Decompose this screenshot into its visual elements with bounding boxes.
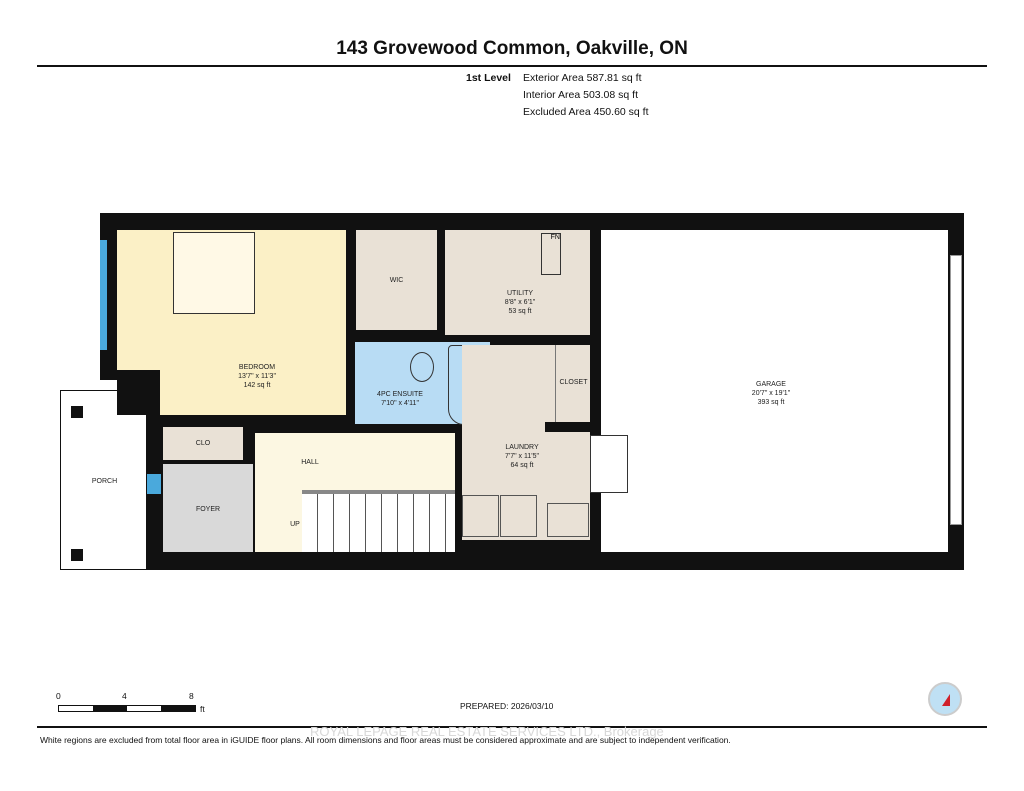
stairs-label: UP xyxy=(290,521,300,528)
room-garage: GARAGE 20'7" x 19'1" 393 sq ft xyxy=(601,230,948,552)
room-dims: 8'8" x 6'1" xyxy=(504,299,536,306)
footer-divider xyxy=(37,726,987,728)
wic-label: WIC xyxy=(389,277,404,284)
room-utility: FN UTILITY 8'8" x 6'1" 53 sq ft xyxy=(445,230,590,335)
level-name: 1st Level xyxy=(466,72,511,84)
compass-icon xyxy=(928,682,962,716)
sink-icon xyxy=(547,503,589,537)
interior-wall xyxy=(545,422,601,432)
scale-tick-0: 0 xyxy=(56,691,61,701)
room-closet: CLOSET xyxy=(555,345,590,422)
clo-label: CLO xyxy=(195,440,211,447)
garage-label: GARAGE 20'7" x 19'1" 393 sq ft xyxy=(731,380,811,407)
interior-area: Interior Area 503.08 sq ft xyxy=(523,89,638,101)
scale-tick-8: 8 xyxy=(189,691,194,701)
hall-label: HALL xyxy=(301,459,319,466)
scale-bar xyxy=(58,705,196,712)
room-name: 4PC ENSUITE xyxy=(377,391,423,398)
room-name: LAUNDRY xyxy=(505,444,539,451)
bedroom-label: BEDROOM 13'7" x 11'3" 142 sq ft xyxy=(217,363,297,390)
post-icon xyxy=(71,406,83,418)
room-wic: WIC xyxy=(356,230,437,330)
room-area: 53 sq ft xyxy=(508,308,532,315)
washer-icon xyxy=(462,495,499,537)
room-area: 142 sq ft xyxy=(243,382,271,389)
scale-tick-4: 4 xyxy=(122,691,127,701)
compass-needle xyxy=(942,694,950,706)
room-foyer: FOYER xyxy=(163,464,253,552)
prepared-date: PREPARED: 2026/03/10 xyxy=(460,701,554,711)
stairs xyxy=(302,490,455,552)
garage-door xyxy=(950,255,962,525)
porch: PORCH xyxy=(60,390,147,570)
closet-label: CLOSET xyxy=(559,379,588,386)
toilet-icon xyxy=(410,352,434,382)
ensuite-label: 4PC ENSUITE 7'10" x 4'11" xyxy=(355,390,445,408)
disclaimer: White regions are excluded from total fl… xyxy=(40,735,731,745)
room-dims: 20'7" x 19'1" xyxy=(751,390,791,397)
window xyxy=(100,240,107,350)
scale-unit: ft xyxy=(200,704,205,714)
title-divider xyxy=(37,65,987,67)
excluded-area: Excluded Area 450.60 sq ft xyxy=(523,106,649,118)
wall-notch xyxy=(117,370,160,415)
furnace-icon: FN xyxy=(541,233,561,275)
room-name: BEDROOM xyxy=(238,364,276,371)
foyer-label: FOYER xyxy=(195,506,221,513)
utility-label: UTILITY 8'8" x 6'1" 53 sq ft xyxy=(485,289,555,316)
post-icon xyxy=(71,549,83,561)
room-dims: 7'7" x 11'5" xyxy=(505,453,539,460)
window xyxy=(147,474,161,494)
watermark: ROYAL LEPAGE REAL ESTATE SERVICES LTD., … xyxy=(310,724,664,739)
laundry-label: LAUNDRY 7'7" x 11'5" 64 sq ft xyxy=(487,443,557,470)
room-clo: CLO xyxy=(163,427,243,460)
bed-icon xyxy=(173,232,255,314)
room-area: 393 sq ft xyxy=(757,399,785,406)
page-title: 143 Grovewood Common, Oakville, ON xyxy=(336,38,688,59)
room-area: 64 sq ft xyxy=(510,462,534,469)
room-name: GARAGE xyxy=(756,381,786,388)
room-name: UTILITY xyxy=(506,290,534,297)
exterior-area: Exterior Area 587.81 sq ft xyxy=(523,72,642,84)
garage-steps xyxy=(590,435,628,493)
room-dims: 13'7" x 11'3" xyxy=(238,373,276,380)
room-dims: 7'10" x 4'11" xyxy=(381,400,419,407)
dryer-icon xyxy=(500,495,537,537)
porch-label: PORCH xyxy=(91,478,118,485)
